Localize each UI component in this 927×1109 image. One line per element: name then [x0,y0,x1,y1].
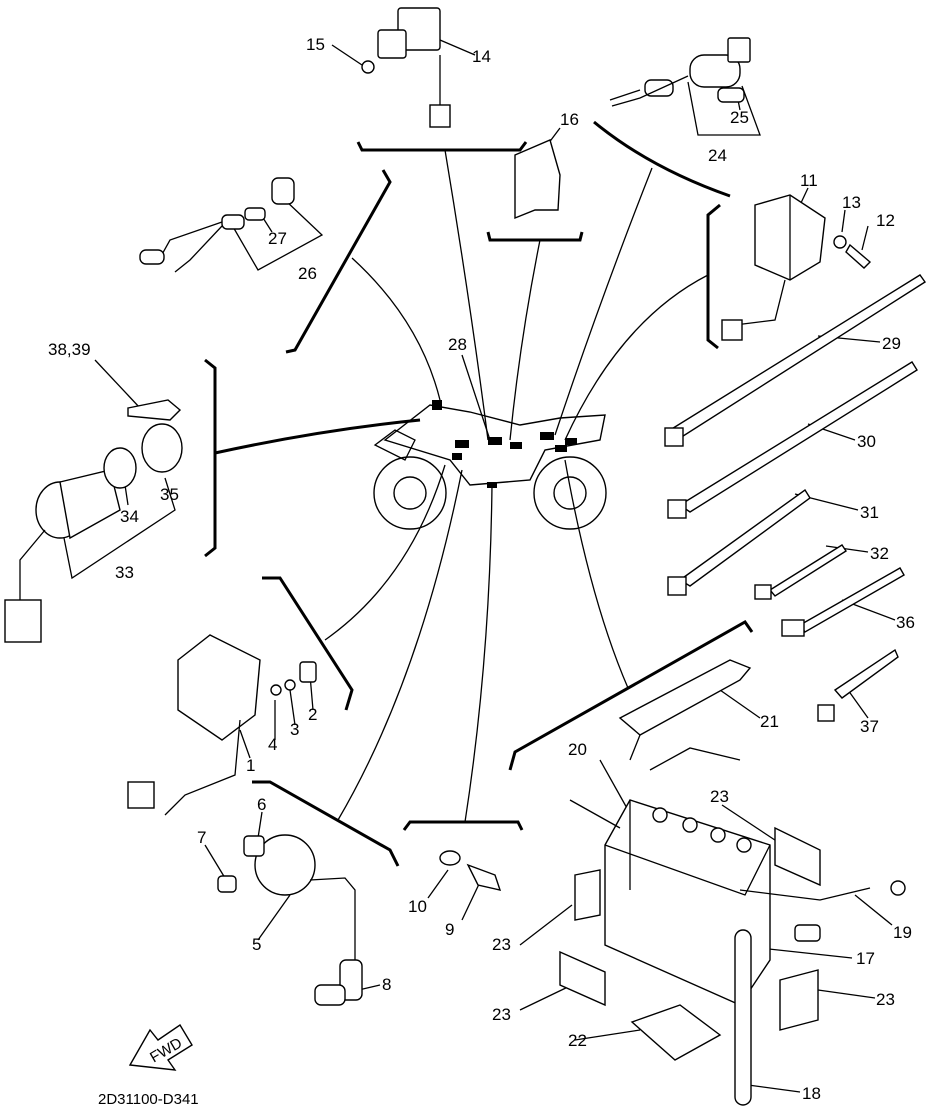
atv-vehicle [373,400,607,530]
callout-labels: 1 2 3 4 5 6 7 8 9 10 11 12 13 14 15 16 1… [48,35,915,1103]
callout-27: 27 [268,229,287,248]
callout-25: 25 [730,108,749,127]
callout-23c: 23 [492,1005,511,1024]
callout-7: 7 [197,828,206,847]
callout-26: 26 [298,264,317,283]
callout-9: 9 [445,920,454,939]
fwd-arrow-icon: FWD [128,1024,193,1071]
part-fuse-holder-21 [618,659,752,761]
callout-3: 3 [290,720,299,739]
part-starter-relay-24 [609,37,751,107]
part-breather-hose-18 [734,929,752,1106]
callout-14: 14 [472,47,491,66]
callout-20: 20 [568,740,587,759]
leader-lines [61,39,896,1093]
callout-18: 18 [802,1084,821,1103]
part-pads-22-23 [559,826,821,1061]
callout-1: 1 [246,756,255,775]
callout-2: 2 [308,705,317,724]
part-battery-17 [569,747,906,1006]
part-cover-16 [514,139,561,220]
callout-12: 12 [876,211,895,230]
callout-24: 24 [708,146,727,165]
callout-37: 37 [860,717,879,736]
part-relay-14 [361,7,451,128]
callout-21: 21 [760,712,779,731]
callout-16: 16 [560,110,579,129]
callout-36: 36 [896,613,915,632]
callout-32: 32 [870,544,889,563]
callout-19: 19 [893,923,912,942]
callout-5: 5 [252,935,261,954]
callout-28: 28 [448,335,467,354]
part-main-switch-33 [4,399,183,643]
callout-23b: 23 [492,935,511,954]
callout-6: 6 [257,795,266,814]
callout-10: 10 [408,897,427,916]
part-regulator-11 [721,194,872,341]
part-cdi-1 [127,634,317,816]
callout-33: 33 [115,563,134,582]
callout-35: 35 [160,485,179,504]
callout-30: 30 [857,432,876,451]
callout-38-39: 38,39 [48,340,91,359]
callout-23d: 23 [876,990,895,1009]
callout-8: 8 [382,975,391,994]
callout-34: 34 [120,507,139,526]
callout-31: 31 [860,503,879,522]
part-harness-26 [139,177,295,273]
callout-22: 22 [568,1031,587,1050]
callout-13: 13 [842,193,861,212]
callout-15: 15 [306,35,325,54]
callout-4: 4 [268,735,277,754]
callout-29: 29 [882,334,901,353]
part-neutral-switch-9-10 [439,850,502,891]
callout-11: 11 [800,171,818,190]
callout-17: 17 [856,949,875,968]
part-ignition-coil-5 [217,834,363,1006]
part-tie-wraps-29-37 [664,274,926,722]
callout-23a: 23 [710,787,729,806]
drawing-code: 2D31100-D341 [98,1091,199,1108]
